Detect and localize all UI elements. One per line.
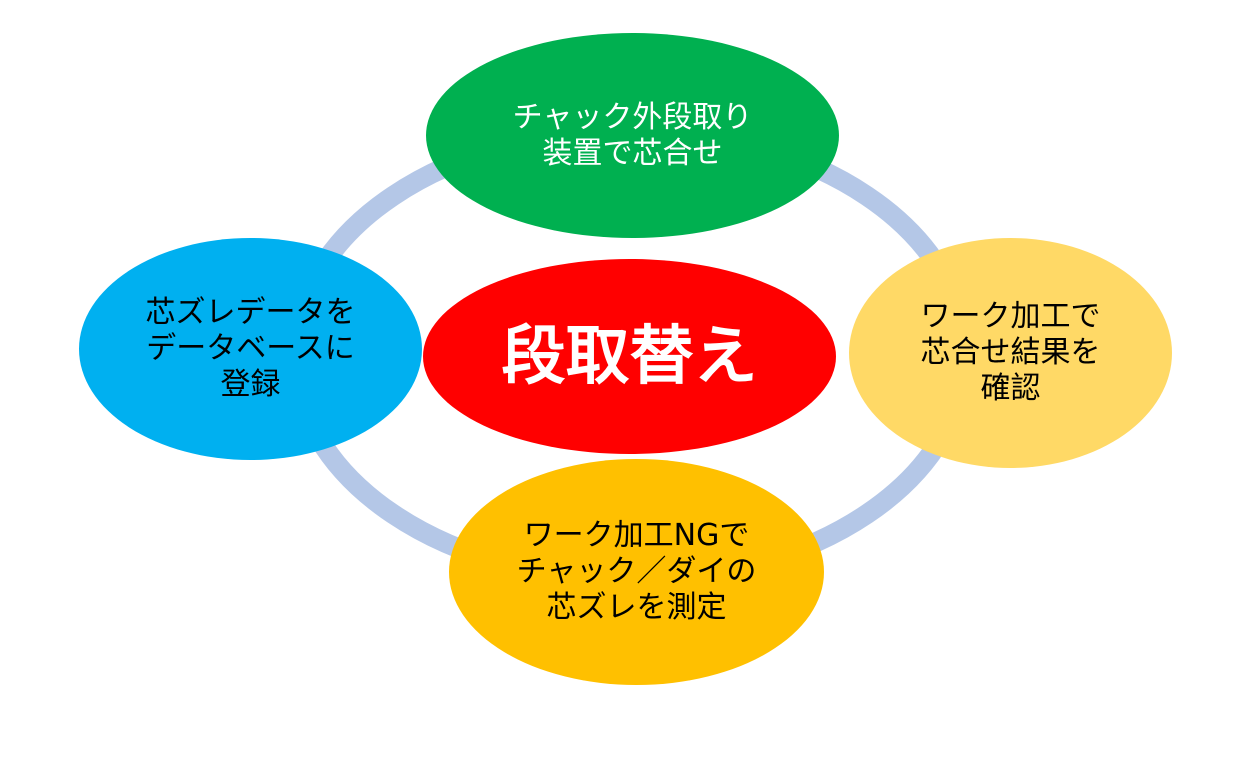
step-register-database: 芯ズレデータを データベースに 登録	[79, 238, 422, 460]
step-measure-misalignment-label: ワーク加工NGで チャック／ダイの 芯ズレを測定	[516, 518, 757, 625]
step-alignment-offline: チャック外段取り 装置で芯合せ	[426, 33, 839, 238]
step-verify-machining: ワーク加工で 芯合せ結果を 確認	[849, 238, 1172, 468]
step-register-database-label: 芯ズレデータを データベースに 登録	[145, 295, 356, 402]
step-alignment-offline-label: チャック外段取り 装置で芯合せ	[512, 99, 753, 171]
center-setup-change-label: 段取替え	[501, 319, 758, 394]
step-measure-misalignment: ワーク加工NGで チャック／ダイの 芯ズレを測定	[449, 459, 824, 685]
center-setup-change: 段取替え	[423, 259, 836, 454]
step-verify-machining-label: ワーク加工で 芯合せ結果を 確認	[920, 299, 1101, 406]
